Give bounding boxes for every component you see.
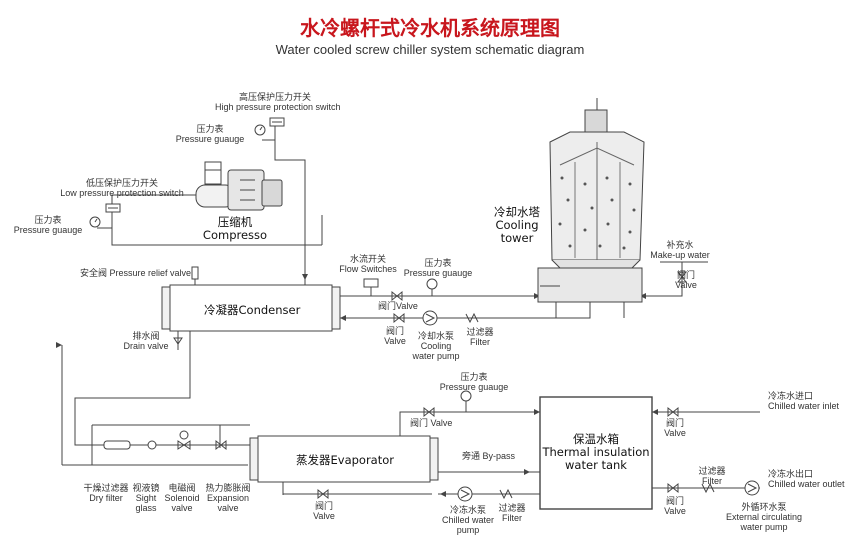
expansion-valve-icon <box>215 439 227 451</box>
filter-icon <box>499 488 513 500</box>
pressure-gauge-icon <box>254 124 266 136</box>
flow-switch-label: 水流开关 Flow Switches <box>339 254 397 274</box>
valve-tank-label: 阀门 Valve <box>664 496 686 516</box>
solenoid-valve-label: 电磁阀 Solenoid valve <box>164 483 200 513</box>
low-pressure-switch-label: 低压保护压力开关 Low pressure protection switch <box>60 178 184 198</box>
chilled-pump-label: 冷冻水泵 Chilled water pump <box>441 505 495 535</box>
pressure-gauge-icon <box>460 390 472 412</box>
makeup-valve-label: 阀门 Valve <box>675 270 697 290</box>
sight-glass-label: 视液镜 Sight glass <box>132 483 160 513</box>
tower-droplets <box>558 176 636 250</box>
drain-valve-icon <box>173 337 183 345</box>
thermal-insulation-water-tank <box>539 396 653 510</box>
valve-icon <box>667 406 679 418</box>
filter-evap-label: 过滤器 Filter <box>498 503 526 523</box>
evaporator-label: 蒸发器Evaporator <box>296 453 395 467</box>
title-cn: 水冷螺杆式冷水机系统原理图 <box>300 16 560 40</box>
valve-cond-top-label: 阀门Valve <box>378 301 418 311</box>
pressure-gauge-cond-label: 压力表 Pressure guauge <box>403 258 473 278</box>
compressor-label: 压缩机 Compresso <box>202 215 268 242</box>
valve-icon <box>391 290 403 302</box>
chilled-water-piping <box>283 409 760 497</box>
valve-cond-label: 阀门 Valve <box>384 326 406 346</box>
valve-icon <box>393 312 405 324</box>
dry-filter-icon <box>103 440 131 450</box>
bypass-label: 旁通 By-pass <box>462 451 516 461</box>
valve-inlet-label: 阀门 Valve <box>664 418 686 438</box>
valve-evap-bottom-label: 阀门 Valve <box>313 501 335 521</box>
solenoid-valve-icon <box>177 430 191 450</box>
pressure-gauge-icon <box>89 216 101 228</box>
water-tank-label: 保温水箱 Thermal insulation water tank <box>542 432 650 472</box>
condenser <box>161 275 341 350</box>
dry-filter-label: 干燥过滤器 Dry filter <box>83 483 129 503</box>
chilled-water-outlet-label: 冷冻水出口 Chilled water outlet <box>768 469 845 489</box>
pressure-gauge-evap-label: 压力表 Pressure guauge <box>439 372 509 392</box>
external-pump-label: 外循环水泵 External circulating water pump <box>725 502 803 532</box>
filter-cond-label: 过滤器 Filter <box>466 327 494 347</box>
pump-icon <box>457 486 473 502</box>
relief-valve-label: 安全阀 Pressure relief valve <box>80 268 192 278</box>
evaporator <box>249 428 439 495</box>
valve-icon <box>667 482 679 494</box>
relief-valve-icon <box>191 266 199 285</box>
pressure-gauge-top-label: 压力表 Pressure guauge <box>175 124 245 144</box>
high-pressure-switch-icon <box>269 117 285 127</box>
valve-icon <box>676 271 688 283</box>
low-pressure-switch-icon <box>105 203 121 213</box>
title-en: Water cooled screw chiller system schema… <box>275 42 585 57</box>
makeup-water-label: 补充水 Make-up water <box>650 240 710 260</box>
compressor <box>195 161 283 211</box>
sight-glass-icon <box>147 440 157 450</box>
pressure-gauge-left-label: 压力表 Pressure guauge <box>13 215 83 235</box>
cooling-tower <box>537 98 645 318</box>
chilled-water-inlet-label: 冷冻水进口 Chilled water inlet <box>768 391 840 411</box>
filter-out-label: 过滤器 Filter <box>698 466 726 486</box>
high-pressure-switch-label: 高压保护压力开关 High pressure protection switch <box>215 92 341 112</box>
condenser-label: 冷凝器Condenser <box>204 303 301 317</box>
cooling-pump-label: 冷却水泵 Cooling water pump <box>412 331 460 361</box>
pump-icon <box>422 310 438 326</box>
valve-icon <box>423 406 435 418</box>
flow-switch-icon <box>363 278 379 296</box>
pressure-gauge-icon <box>426 278 438 296</box>
pump-icon <box>744 480 760 496</box>
cooling-tower-label: 冷却水塔 Cooling tower <box>494 205 540 245</box>
valve-evap-top-label: 阀门 Valve <box>410 418 453 428</box>
valve-icon <box>317 488 329 500</box>
expansion-valve-label: 热力膨胀阀 Expansion valve <box>205 483 251 513</box>
drain-valve-label: 排水阀 Drain valve <box>123 331 169 351</box>
filter-icon <box>465 312 479 324</box>
filter-icon <box>701 482 715 494</box>
